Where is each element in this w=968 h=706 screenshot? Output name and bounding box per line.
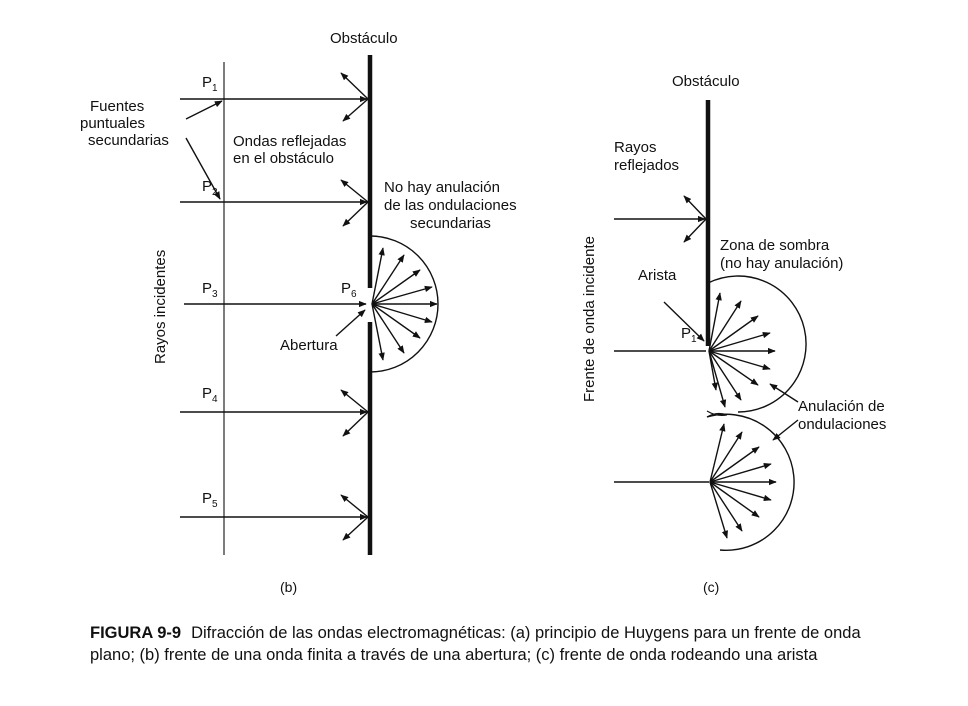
cancellation-label: Anulación de ondulaciones: [798, 398, 889, 433]
wavelet-ray: [371, 303, 385, 361]
wavelet-ray: [709, 481, 728, 539]
wavelet-ray: [708, 300, 742, 352]
pointer-secondary-sources: [185, 137, 221, 200]
lower-wavelet-rays: [709, 423, 777, 539]
reflected-ray-c: [683, 218, 707, 243]
wavelet-ray: [371, 285, 433, 305]
caption-text: Difracción de las ondas electromagnética…: [90, 624, 861, 664]
caption-number: FIGURA 9-9: [90, 624, 182, 642]
point-label-p4: P4: [202, 385, 218, 405]
reflected-ray: [340, 179, 369, 203]
reflected-ray: [340, 72, 369, 100]
point-label-p1: P1: [202, 74, 218, 94]
pointer-edge: [663, 301, 705, 342]
edge-label: Arista: [638, 267, 677, 284]
panel-label-b: (b): [280, 579, 297, 595]
cancellation-curl: [706, 410, 728, 417]
wavelet-ray: [709, 462, 772, 483]
reflected-waves-label: Ondas reflejadas en el obstáculo: [233, 133, 351, 167]
wavelet-ray: [708, 350, 727, 408]
wavelet-ray: [709, 423, 726, 483]
point-label-p6: P6: [341, 280, 357, 300]
wavelet-ray: [709, 431, 743, 483]
cancellation-curl: [706, 412, 728, 418]
point-label-p2: P2: [202, 178, 218, 198]
wavelet-ray: [709, 481, 743, 532]
no-cancellation-label: No hay anulación de las ondulaciones sec…: [384, 179, 521, 232]
wavelet-ray: [708, 350, 718, 391]
obstacle-label-b: Obstáculo: [330, 30, 398, 47]
point-label-p5: P5: [202, 490, 218, 510]
reflected-ray: [342, 516, 369, 541]
wavelet-ray: [708, 350, 759, 386]
wavelet-ray: [371, 247, 385, 305]
wavelet-ray: [709, 481, 760, 518]
incident-rays-b: [180, 95, 368, 521]
pointer-cancellation: [769, 383, 799, 403]
wavelet-ray: [371, 303, 421, 339]
diffraction-figure: Obstáculo: [80, 30, 889, 595]
reflected-ray: [342, 201, 369, 227]
edge-wavelet-rays: [708, 292, 776, 408]
pointer-secondary-sources: [185, 100, 223, 120]
reflected-ray: [342, 411, 369, 437]
wavelet-ray: [708, 315, 759, 352]
point-label-c-p1: P1: [681, 325, 697, 345]
lower-wavelet: [706, 413, 795, 551]
wavelet-ray: [371, 303, 405, 354]
wavelet-ray: [371, 269, 421, 305]
reflected-ray: [340, 494, 369, 518]
panel-label-c: (c): [703, 579, 719, 595]
wavelet-ray: [708, 350, 742, 401]
shadow-zone-label: Zona de sombra (no hay anulación): [720, 237, 843, 272]
wavelet-ray: [371, 254, 405, 305]
incident-front-label: Frente de onda incidente: [581, 236, 598, 402]
aperture-wavelet: [369, 235, 439, 373]
wavelet-ray: [708, 292, 722, 352]
reflected-rays-label: Rayos reflejados: [614, 139, 679, 174]
panel-b: Obstáculo: [80, 30, 521, 595]
wavelet-rays-b: [371, 247, 438, 361]
wavelet-ray: [708, 331, 771, 352]
secondary-sources-label: Fuentes puntuales secundarias: [80, 98, 169, 149]
point-label-p3: P3: [202, 280, 218, 300]
reflected-ray: [342, 98, 369, 122]
reflected-ray: [340, 389, 369, 413]
pointer-cancellation: [772, 419, 799, 441]
obstacle-label-c: Obstáculo: [672, 73, 740, 90]
wavelet-ray: [709, 481, 772, 502]
aperture-label: Abertura: [280, 337, 338, 354]
reflected-rays-b: [340, 72, 369, 541]
panel-c: Obstáculo: [581, 73, 889, 595]
wavelet-ray: [371, 303, 433, 323]
edge-wavelet: [707, 275, 807, 413]
pointer-aperture: [335, 309, 366, 337]
incident-rays-label: Rayos incidentes: [152, 250, 169, 364]
wavelet-ray: [709, 446, 760, 483]
reflected-ray-c: [683, 195, 707, 220]
wavelet-ray: [708, 350, 771, 371]
